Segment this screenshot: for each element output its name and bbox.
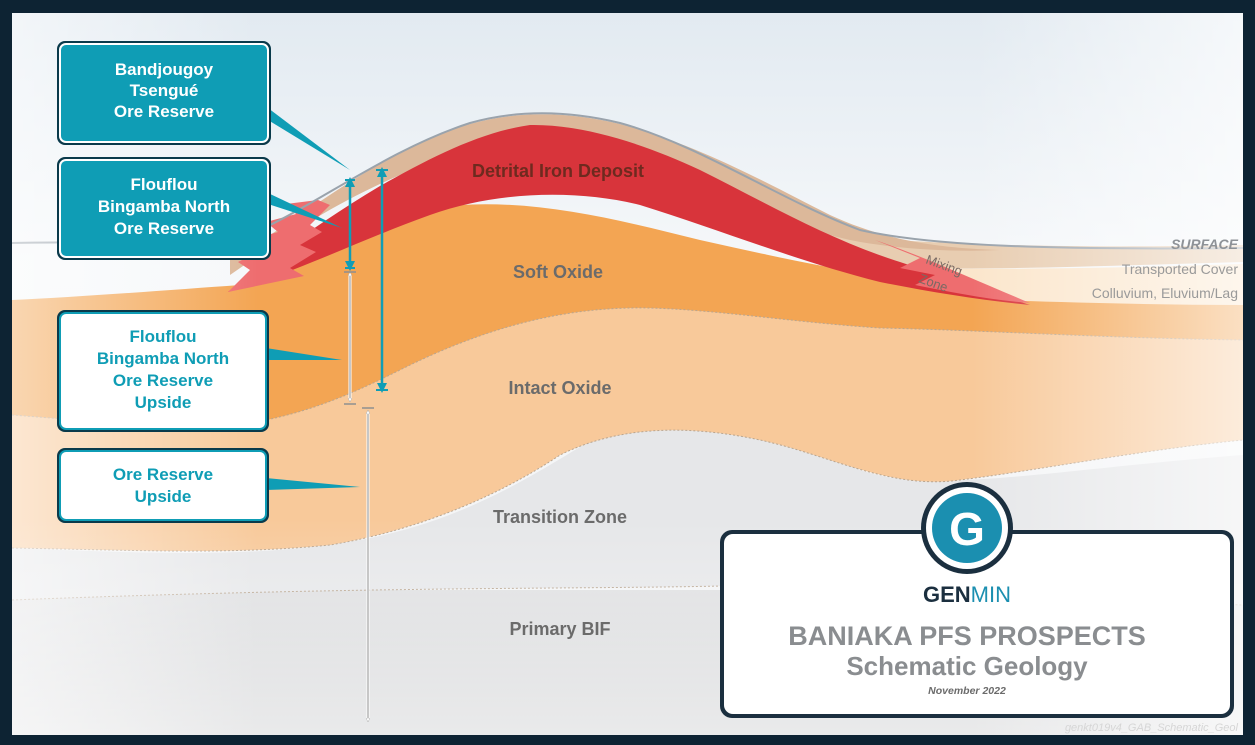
label-colluvium: Colluvium, Eluvium/Lag bbox=[1092, 285, 1238, 301]
callout-flouflou-line2: Bingamba North bbox=[98, 197, 230, 216]
callout-flouflou-line3: Ore Reserve bbox=[114, 219, 214, 238]
callout-ore-reserve-upside-line2: Upside bbox=[135, 487, 192, 506]
pointer-bandjougoy bbox=[268, 108, 350, 170]
subtitle-text: Schematic Geology bbox=[846, 651, 1088, 681]
callout-bandjougoy-line1: Bandjougoy bbox=[115, 60, 214, 79]
callout-bandjougoy-line3: Ore Reserve bbox=[114, 102, 214, 121]
brand-light: MIN bbox=[971, 582, 1011, 607]
genmin-logo-icon: G bbox=[949, 503, 985, 555]
label-soft-oxide: Soft Oxide bbox=[513, 262, 603, 282]
callout-bandjougoy-line2: Tsengué bbox=[130, 81, 199, 100]
file-reference: genkt019v4_GAB_Schematic_Geol bbox=[1065, 722, 1239, 734]
date-text: November 2022 bbox=[928, 685, 1006, 697]
callout-flouflou-reserve: Flouflou Bingamba North Ore Reserve bbox=[57, 157, 271, 260]
callout-ore-reserve-upside-line1: Ore Reserve bbox=[113, 465, 213, 484]
label-transition-zone: Transition Zone bbox=[493, 507, 627, 527]
callout-flouflou-upside-line1: Flouflou bbox=[129, 327, 196, 346]
logo-disc bbox=[932, 493, 1002, 563]
callout-ore-reserve-upside: Ore Reserve Upside bbox=[57, 448, 269, 523]
callout-bandjougoy: Bandjougoy Tsengué Ore Reserve bbox=[57, 41, 271, 145]
brand-wordmark: GENMIN bbox=[923, 582, 1011, 607]
label-surface: SURFACE bbox=[1171, 236, 1239, 252]
label-transported-cover: Transported Cover bbox=[1122, 261, 1239, 277]
label-intact-oxide: Intact Oxide bbox=[508, 378, 611, 398]
label-primary-bif: Primary BIF bbox=[509, 619, 610, 639]
callout-flouflou-upside-line4: Upside bbox=[135, 393, 192, 412]
pointer-flouflou-upside bbox=[266, 348, 342, 360]
pointer-ore-reserve-upside bbox=[266, 478, 360, 490]
title-text: BANIAKA PFS PROSPECTS bbox=[788, 621, 1146, 651]
label-detrital-iron-deposit: Detrital Iron Deposit bbox=[472, 161, 644, 181]
callout-flouflou-upside-line3: Ore Reserve bbox=[113, 371, 213, 390]
callout-flouflou-line1: Flouflou bbox=[130, 175, 197, 194]
brand-bold: GEN bbox=[923, 582, 971, 607]
callout-flouflou-upside-line2: Bingamba North bbox=[97, 349, 229, 368]
callout-flouflou-upside: Flouflou Bingamba North Ore Reserve Upsi… bbox=[57, 310, 269, 432]
pointer-flouflou bbox=[268, 193, 342, 228]
title-box: G GENMIN BANIAKA PFS PROSPECTS Schematic… bbox=[720, 482, 1234, 718]
